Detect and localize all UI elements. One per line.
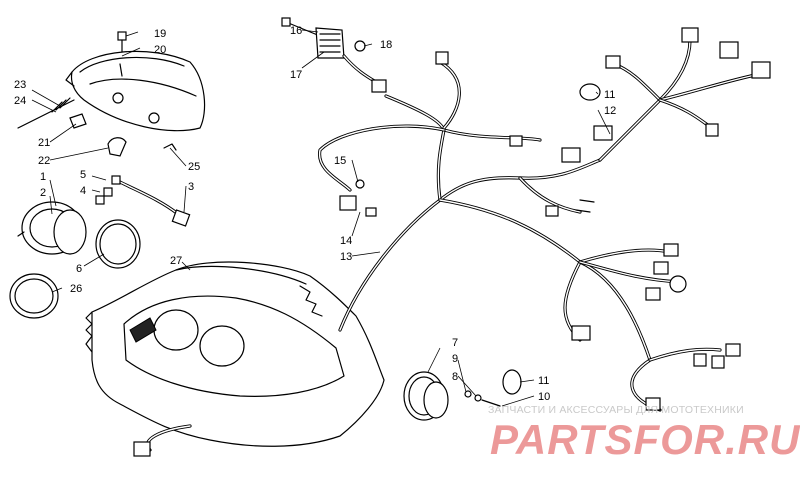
harness-connectors bbox=[339, 27, 771, 411]
watermark-logo: PARTSFOR.RU bbox=[490, 416, 800, 463]
clip-ring bbox=[579, 83, 601, 101]
callout-24: 24 bbox=[14, 95, 26, 107]
callout-7: 7 bbox=[452, 337, 458, 349]
tachometer-gauge bbox=[403, 371, 449, 421]
callout-14: 14 bbox=[340, 235, 352, 247]
callout-15: 15 bbox=[334, 155, 346, 167]
callout-labels: 19 20 23 24 21 22 25 1 2 5 4 3 6 26 27 1… bbox=[14, 25, 616, 403]
callout-26: 26 bbox=[70, 283, 82, 295]
bezel-ring bbox=[9, 273, 59, 319]
callout-22: 22 bbox=[38, 155, 50, 167]
callout-21: 21 bbox=[38, 137, 50, 149]
callout-10: 10 bbox=[538, 391, 550, 403]
console-harness bbox=[133, 424, 192, 457]
watermark-subtitle: ЗАПЧАСТИ И АКСЕССУАРЫ ДЛЯ МОТОТЕХНИКИ bbox=[488, 404, 744, 416]
leader-lines bbox=[31, 29, 611, 407]
callout-27: 27 bbox=[170, 255, 182, 267]
callout-13: 13 bbox=[340, 251, 352, 263]
headlight-assembly bbox=[65, 31, 206, 132]
callout-3: 3 bbox=[188, 181, 194, 193]
relay bbox=[355, 179, 365, 189]
gauge-bulb-harness bbox=[95, 175, 191, 227]
callout-25: 25 bbox=[188, 161, 200, 173]
callout-12: 12 bbox=[604, 105, 616, 117]
callout-23: 23 bbox=[14, 79, 26, 91]
callout-18: 18 bbox=[380, 39, 392, 51]
callout-11-lower: 11 bbox=[538, 375, 549, 387]
callout-5: 5 bbox=[80, 169, 86, 181]
callout-6: 6 bbox=[76, 263, 82, 275]
gauge-ring bbox=[95, 219, 141, 269]
instrument-console bbox=[85, 261, 385, 447]
callout-20: 20 bbox=[154, 44, 166, 56]
callout-11-upper: 11 bbox=[604, 89, 615, 101]
callout-17: 17 bbox=[290, 69, 302, 81]
callout-2: 2 bbox=[40, 187, 46, 199]
speedometer-gauge bbox=[17, 201, 87, 255]
callout-9: 9 bbox=[452, 353, 458, 365]
callout-1: 1 bbox=[40, 171, 46, 183]
voltage-regulator bbox=[281, 17, 387, 93]
gauge-hardware bbox=[464, 369, 522, 407]
adjuster-screw bbox=[17, 97, 75, 129]
callout-8: 8 bbox=[452, 371, 458, 383]
callout-16: 16 bbox=[290, 25, 302, 37]
callout-19: 19 bbox=[154, 28, 166, 40]
bulb-icon bbox=[117, 31, 127, 41]
bulb-socket bbox=[69, 113, 177, 157]
callout-4: 4 bbox=[80, 185, 86, 197]
